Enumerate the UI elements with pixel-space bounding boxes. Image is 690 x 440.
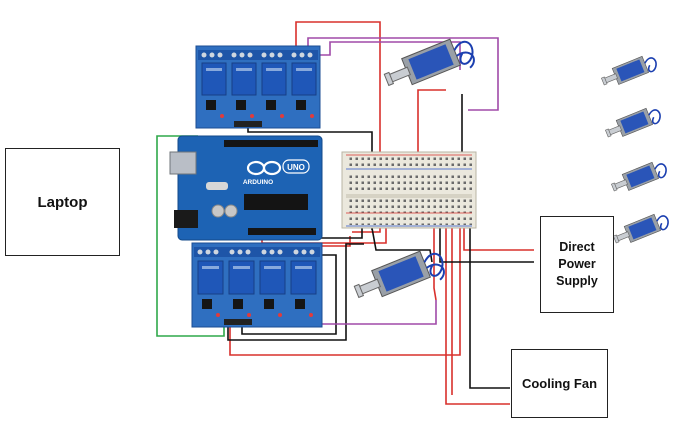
power-rail-top bbox=[346, 156, 472, 168]
power-rail-bottom bbox=[346, 214, 472, 225]
green-wire bbox=[156, 135, 225, 337]
terminal-area-bottom bbox=[346, 199, 472, 213]
black-wire bbox=[241, 254, 337, 335]
arduino-brand-text: ARDUINO bbox=[243, 179, 273, 186]
solenoid-spare-1 bbox=[601, 55, 657, 86]
relay-module-top bbox=[195, 45, 321, 129]
black-wire bbox=[439, 222, 534, 263]
status-leds bbox=[220, 114, 314, 118]
power-supply-label-line: Power bbox=[558, 257, 596, 271]
atmega-chip bbox=[244, 194, 308, 210]
laptop-label: Laptop bbox=[37, 193, 88, 211]
screw-terminals bbox=[194, 247, 320, 257]
red-wire bbox=[445, 222, 510, 405]
uno-badge bbox=[282, 159, 310, 174]
solenoid-lock-top bbox=[383, 38, 475, 87]
cooling-fan-label: Cooling Fan bbox=[521, 376, 598, 391]
dc-jack bbox=[174, 210, 198, 228]
solenoid-spare-2 bbox=[605, 107, 661, 138]
optocouplers bbox=[206, 100, 306, 110]
digital-header bbox=[224, 140, 318, 147]
black-wire bbox=[469, 222, 510, 389]
crystal bbox=[206, 182, 228, 190]
arduino-uno-board: ARDUINO UNO bbox=[169, 135, 323, 241]
laptop-box: Laptop bbox=[5, 148, 120, 256]
black-wire bbox=[318, 226, 363, 239]
purple-wire bbox=[320, 41, 461, 70]
power-supply-box: Direct Power Supply bbox=[540, 216, 614, 313]
power-supply-label-line: Direct bbox=[559, 240, 595, 254]
power-supply-label-line: Supply bbox=[556, 274, 598, 288]
solenoid-spare-4 bbox=[613, 213, 669, 244]
purple-wire bbox=[307, 37, 499, 111]
red-wire bbox=[295, 21, 381, 233]
status-leds bbox=[216, 313, 313, 317]
relay-header-pins bbox=[234, 121, 262, 127]
power-supply-label: Direct Power Supply bbox=[556, 239, 598, 290]
center-channel bbox=[346, 194, 472, 198]
capacitor bbox=[224, 204, 238, 218]
optocouplers bbox=[202, 299, 305, 309]
terminal-area-top bbox=[346, 173, 472, 193]
usb-port bbox=[169, 151, 197, 175]
arduino-pcb bbox=[177, 135, 323, 241]
relay-module-bottom bbox=[191, 242, 323, 328]
green-wire bbox=[156, 135, 225, 337]
relay-header-pins bbox=[224, 319, 252, 325]
breadboard bbox=[341, 151, 477, 229]
analog-header bbox=[248, 228, 316, 235]
screw-terminals bbox=[198, 50, 318, 60]
arduino-model-text: UNO bbox=[287, 163, 305, 172]
black-wire bbox=[371, 227, 433, 263]
black-wire bbox=[227, 243, 364, 341]
solenoid-spare-3 bbox=[611, 161, 667, 192]
cooling-fan-box: Cooling Fan bbox=[511, 349, 608, 418]
solenoid-lock-bottom bbox=[353, 250, 445, 299]
capacitor bbox=[211, 204, 225, 218]
red-wire bbox=[433, 222, 437, 301]
arduino-logo bbox=[246, 160, 282, 176]
red-wire bbox=[463, 220, 534, 251]
